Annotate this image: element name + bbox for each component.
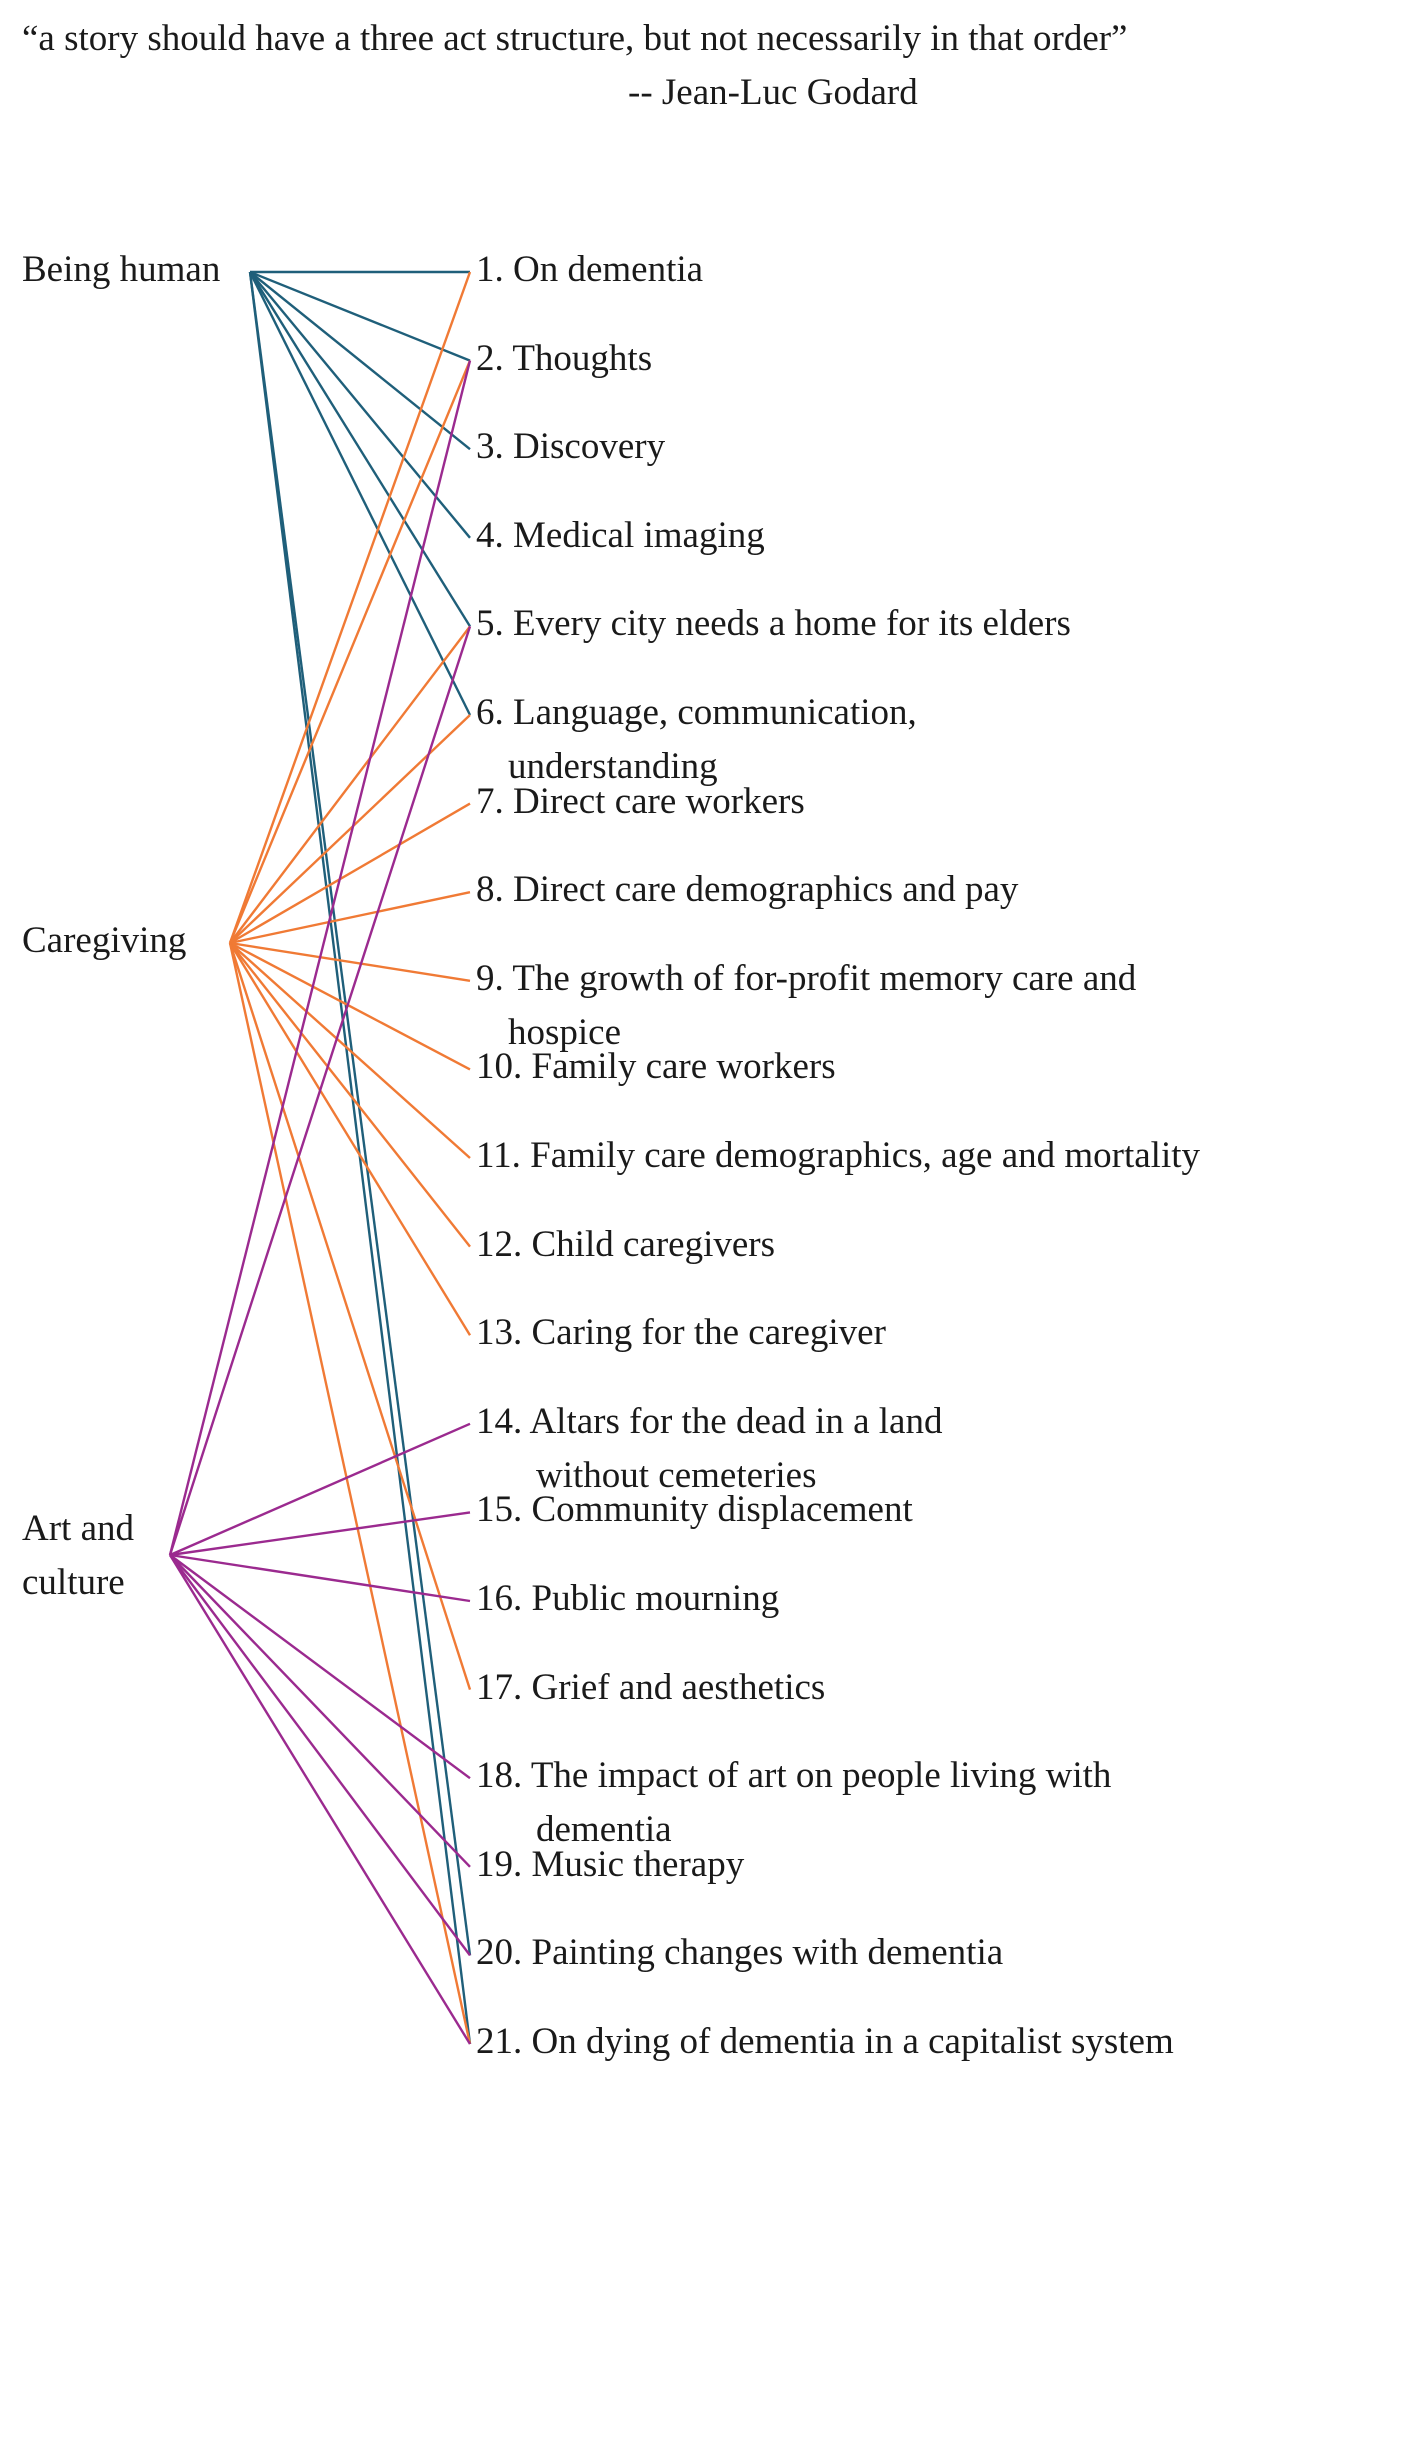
topic-label: 11. Family care demographics, age and mo… [476,1135,1201,1176]
topic-label: 21. On dying of dementia in a capitalist… [476,2021,1174,2062]
topic-14: 14. Altars for the dead in a land without… [476,1395,942,1503]
link-caregiving-to-topic-9 [229,941,471,982]
link-being-human-to-topic-5 [248,271,472,628]
topic-label: 20. Painting changes with dementia [476,1932,1004,1974]
topic-9: 9. The growth of for-profit memory care … [476,952,1136,1060]
link-caregiving-to-topic-12 [229,942,471,1248]
topic-4: 4. Medical imaging [476,509,765,563]
link-caregiving-to-topic-10 [229,941,471,1071]
topic-label: 7. Direct care workers [476,780,805,822]
topic-label-continued: understanding [508,746,718,787]
topic-2: 2. Thoughts [476,332,652,386]
topic-21: 21. On dying of dementia in a capitalist… [476,2015,1174,2069]
topic-label: 12. Child caregivers [476,1223,775,1265]
link-art-and-culture-to-topic-2 [168,360,472,1556]
topic-label: 15. Community displacement [476,1489,913,1531]
theme-being-human: Being human [22,243,220,297]
topic-label-continued: dementia [536,1809,672,1851]
topic-13: 13. Caring for the caregiver [476,1306,886,1360]
topic-label: 10. Family care workers [476,1046,836,1088]
theme-label: culture [22,1562,125,1603]
link-being-human-to-topic-6 [248,271,472,716]
link-caregiving-to-topic-8 [229,891,471,945]
topic-7: 7. Direct care workers [476,775,805,829]
topic-label: 9. The growth of for-profit memory care … [476,957,1137,999]
topic-label: 2. Thoughts [476,337,653,379]
link-caregiving-to-topic-2 [228,360,472,944]
link-art-and-culture-to-topic-18 [169,1554,471,1780]
link-being-human-to-topic-21 [248,271,472,2045]
topic-12: 12. Child caregivers [476,1218,775,1272]
link-art-and-culture-to-topic-14 [169,1422,471,1557]
topic-19: 19. Music therapy [476,1838,744,1892]
theme-caregiving: Caregiving [22,914,186,968]
topic-label: 1. On dementia [476,249,704,290]
link-caregiving-to-topic-13 [228,942,472,1336]
topic-6: 6. Language, communication, understanding [476,686,917,794]
link-art-and-culture-to-topic-15 [169,1511,471,1557]
topic-16: 16. Public mourning [476,1572,779,1626]
link-caregiving-to-topic-6 [229,714,471,944]
topic-label: 18. The impact of art on people living w… [476,1755,1112,1797]
theme-art-and-culture: Art and culture [22,1502,134,1610]
topic-label: 8. Direct care demographics and pay [476,869,1019,911]
topic-10: 10. Family care workers [476,1040,836,1094]
topic-3: 3. Discovery [476,420,665,474]
topic-label: 16. Public mourning [476,1578,780,1619]
link-being-human-to-topic-4 [249,271,471,539]
link-being-human-to-topic-2 [249,270,471,362]
topic-15: 15. Community displacement [476,1483,913,1537]
topic-label: 19. Music therapy [476,1843,745,1885]
link-caregiving-to-topic-5 [229,625,471,944]
topic-label: 5. Every city needs a home for its elder… [476,603,1071,645]
topic-5: 5. Every city needs a home for its elder… [476,597,1071,651]
link-caregiving-to-topic-1 [228,271,472,944]
link-caregiving-to-topic-17 [228,942,472,1690]
topic-17: 17. Grief and aesthetics [476,1661,825,1715]
topic-label: 17. Grief and aesthetics [476,1666,826,1708]
theme-label: Being human [22,249,221,290]
topic-label: 4. Medical imaging [476,514,765,556]
topic-label: 6. Language, communication, [476,692,917,733]
link-art-and-culture-to-topic-5 [168,626,472,1556]
topic-20: 20. Painting changes with dementia [476,1926,1003,1980]
link-being-human-to-topic-20 [248,271,472,1956]
topic-label: 3. Discovery [476,426,666,468]
link-art-and-culture-to-topic-21 [168,1554,472,2045]
link-art-and-culture-to-topic-16 [169,1553,471,1603]
topic-label-continued: hospice [508,1011,622,1053]
link-being-human-to-topic-3 [249,271,471,451]
link-caregiving-to-topic-21 [228,942,472,2045]
topic-18: 18. The impact of art on people living w… [476,1749,1111,1857]
link-art-and-culture-to-topic-20 [169,1554,471,1957]
topic-label: 13. Caring for the caregiver [476,1312,886,1354]
link-caregiving-to-topic-11 [229,942,471,1159]
quote-attribution: -- Jean-Luc Godard [628,72,918,113]
topic-label-continued: without cemeteries [536,1454,817,1496]
theme-label: Art and [22,1508,134,1549]
link-caregiving-to-topic-7 [229,802,471,945]
link-art-and-culture-to-topic-19 [169,1554,471,1868]
quote-text: “a story should have a three act structu… [22,18,1128,59]
theme-label: Caregiving [22,920,187,961]
topic-1: 1. On dementia [476,243,703,297]
topic-label: 14. Altars for the dead in a land [476,1400,943,1442]
topic-11: 11. Family care demographics, age and mo… [476,1129,1200,1183]
topic-8: 8. Direct care demographics and pay [476,863,1018,917]
